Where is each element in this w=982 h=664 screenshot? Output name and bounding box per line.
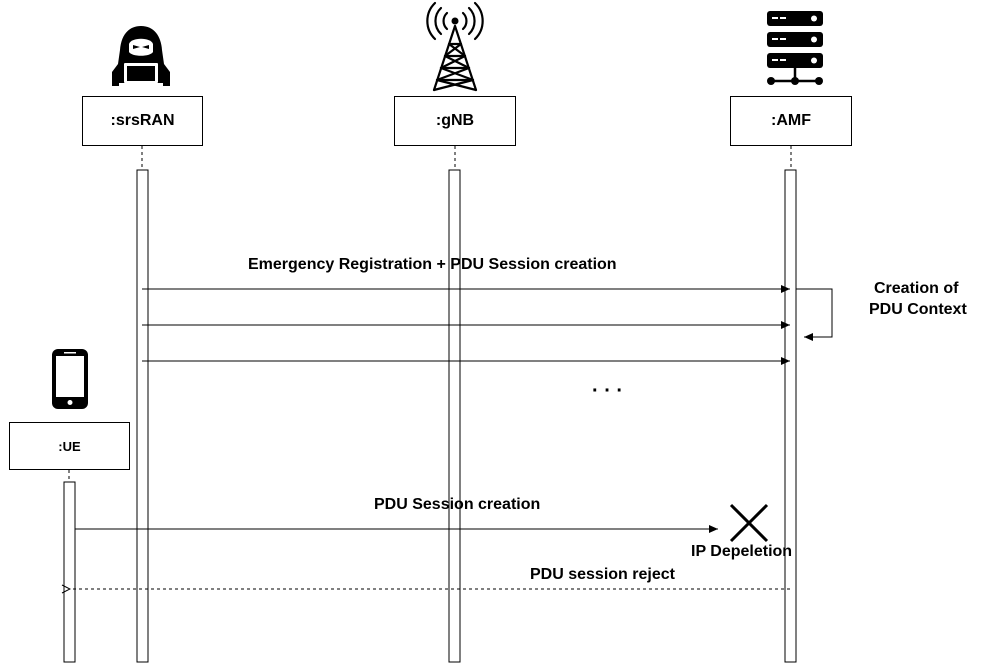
pdu-context-label: PDU Context	[869, 301, 967, 318]
pdu-session-creation-label: PDU Session creation	[374, 496, 541, 513]
gnb-label: :gNB	[435, 112, 475, 129]
srsran-activation-bar	[136, 169, 149, 663]
srsran-participant-box: :srsRAN	[82, 96, 203, 146]
gnb-participant-box: :gNB	[394, 96, 516, 146]
ip-depletion-x-icon	[729, 503, 769, 543]
server-rack-icon	[767, 11, 823, 85]
pdu-session-reject-label: PDU session reject	[530, 566, 675, 583]
ue-participant-box: :UE	[9, 422, 130, 470]
ue-activation-bar	[63, 481, 76, 663]
amf-label: :AMF	[771, 112, 811, 129]
ip-depletion-label: IP Depeletion	[691, 543, 793, 560]
hacker-icon	[112, 26, 170, 86]
emergency-registration-label: Emergency Registration + PDU Session cre…	[248, 256, 617, 273]
ellipsis-label: · · ·	[592, 380, 624, 402]
pdu-context-self-arrow	[796, 288, 833, 341]
amf-participant-box: :AMF	[730, 96, 852, 146]
ue-label: :UE	[58, 438, 81, 454]
creation-of-label: Creation of	[874, 280, 959, 297]
smartphone-icon	[52, 349, 88, 409]
srsran-label: :srsRAN	[110, 112, 175, 129]
gnb-activation-bar	[448, 169, 461, 663]
cell-tower-icon	[426, 1, 484, 92]
amf-activation-bar	[784, 169, 797, 663]
